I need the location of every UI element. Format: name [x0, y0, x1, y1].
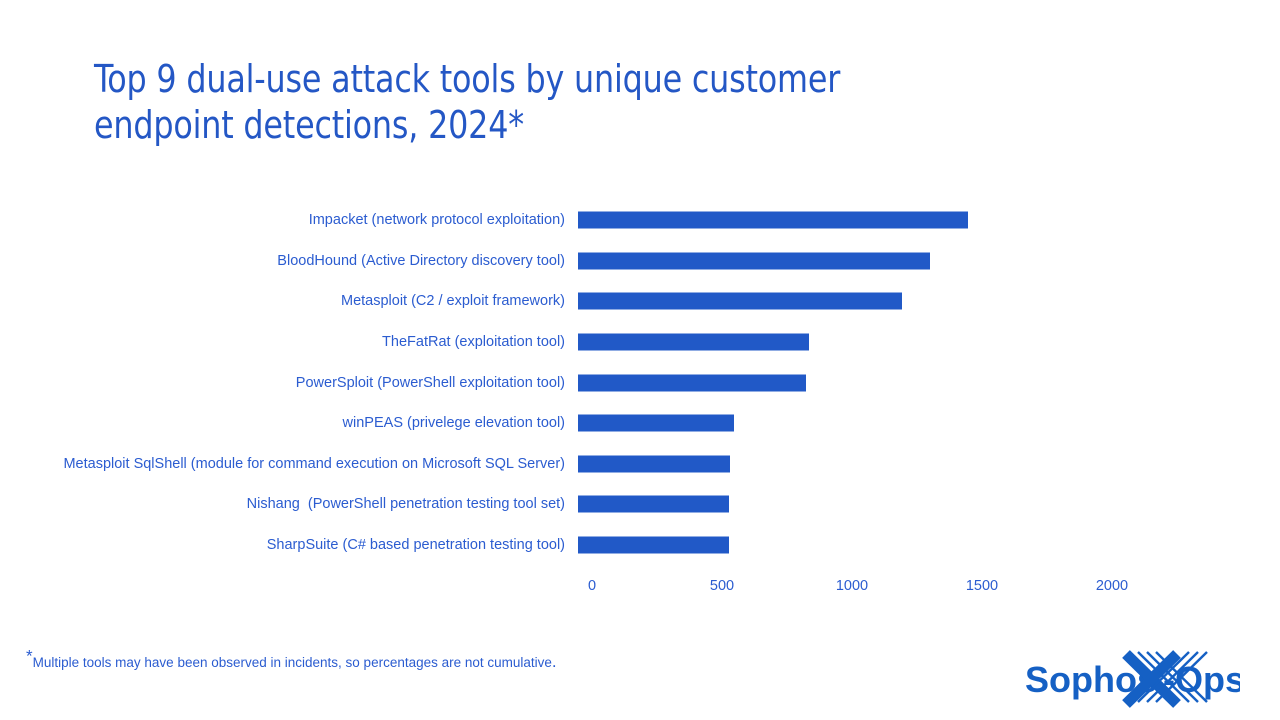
chart-row: Impacket (network protocol exploitation) [0, 200, 1160, 241]
bar-track [578, 525, 1160, 566]
title-line-1: Top 9 dual-use attack tools by unique cu… [94, 57, 841, 101]
x-tick-label: 1000 [835, 578, 869, 594]
bar [578, 333, 810, 351]
category-label: winPEAS (privelege elevation tool) [342, 415, 565, 432]
category-label: Metasploit (C2 / exploit framework) [340, 293, 565, 310]
category-label: TheFatRat (exploitation tool) [382, 334, 565, 351]
x-tick-label: 0 [587, 578, 597, 594]
page-title: Top 9 dual-use attack tools by unique cu… [94, 56, 1024, 148]
footnote-asterisk: * [26, 646, 33, 666]
bar-track [578, 200, 1160, 241]
x-tick-label: 2000 [1095, 578, 1129, 594]
bar-track [578, 241, 1160, 282]
bar [578, 414, 734, 432]
chart-row: PowerSploit (PowerShell exploitation too… [0, 362, 1160, 403]
bar [578, 455, 731, 473]
bar [578, 374, 806, 392]
bar [578, 211, 968, 229]
bar-track [578, 403, 1160, 444]
chart-rows: Impacket (network protocol exploitation)… [0, 200, 1160, 565]
chart-row: Metasploit SqlShell (module for command … [0, 444, 1160, 485]
chart-row: SharpSuite (C# based penetration testing… [0, 525, 1160, 566]
x-tick-label: 500 [709, 578, 735, 594]
category-label: Nishang (PowerShell penetration testing … [246, 496, 565, 513]
bar [578, 292, 902, 310]
bar-track [578, 444, 1160, 485]
bar-track [578, 322, 1160, 363]
bar-chart: Impacket (network protocol exploitation)… [0, 200, 1160, 600]
bar [578, 536, 729, 554]
x-axis: 0 500 1000 1500 2000 [588, 578, 1128, 604]
x-tick-label: 1500 [965, 578, 999, 594]
category-label: BloodHound (Active Directory discovery t… [277, 252, 565, 269]
category-label: PowerSploit (PowerShell exploitation too… [295, 374, 565, 391]
bar-track [578, 362, 1160, 403]
title-line-2: endpoint detections, 2024* [94, 103, 524, 147]
chart-row: winPEAS (privelege elevation tool) [0, 403, 1160, 444]
bar [578, 252, 931, 270]
chart-row: BloodHound (Active Directory discovery t… [0, 241, 1160, 282]
category-label: Metasploit SqlShell (module for command … [63, 455, 565, 472]
x-mark-icon [1122, 650, 1208, 708]
chart-row: Nishang (PowerShell penetration testing … [0, 484, 1160, 525]
bar-track [578, 484, 1160, 525]
footnote-text: Multiple tools may have been observed in… [32, 655, 552, 670]
category-label: Impacket (network protocol exploitation) [308, 212, 565, 229]
bar-track [578, 281, 1160, 322]
chart-row: Metasploit (C2 / exploit framework) [0, 281, 1160, 322]
category-label: SharpSuite (C# based penetration testing… [266, 537, 565, 554]
footnote-period: . [551, 652, 557, 671]
sophos-x-ops-logo: Sophos -Ops [1025, 648, 1240, 708]
bar [578, 495, 729, 513]
logo-word-ops: -Ops [1163, 659, 1240, 700]
footnote: *Multiple tools may have been observed i… [26, 648, 557, 672]
chart-row: TheFatRat (exploitation tool) [0, 322, 1160, 363]
